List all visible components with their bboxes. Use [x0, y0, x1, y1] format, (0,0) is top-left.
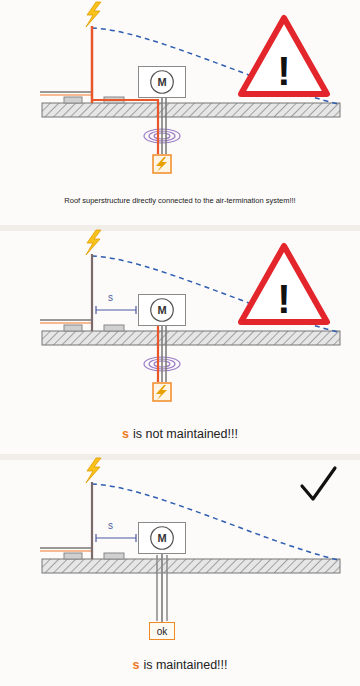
distance-symbol: s [132, 658, 139, 672]
separation-distance [96, 537, 136, 538]
triangle-outline [241, 246, 327, 322]
roof-panel [157, 326, 159, 382]
separation-distance [96, 309, 136, 310]
node-text: ! [277, 51, 290, 91]
roof-panel [156, 555, 158, 621]
panel-grounds [0, 0, 360, 225]
roof-panel [144, 98, 180, 173]
roof-panel [166, 555, 168, 621]
motor-circle [151, 299, 174, 322]
roof-superstructure: M [138, 66, 186, 98]
distance-label: s [108, 292, 113, 304]
status-box: ok [149, 622, 176, 640]
roof-panel [91, 482, 93, 559]
separation-distance [96, 306, 136, 314]
triangle-outline [241, 18, 327, 94]
roof-superstructure: M [138, 522, 186, 554]
roof-panel [40, 230, 340, 401]
caption-row: s is maintained!!! [0, 658, 360, 672]
separation-distance [135, 534, 136, 542]
node-text: ok [157, 626, 168, 637]
roof-panel [40, 230, 340, 345]
roof-panel [40, 2, 340, 173]
node-text: M [157, 76, 166, 88]
roof-panel [40, 458, 340, 621]
roof-panel [144, 326, 180, 401]
roof-panel [40, 2, 340, 117]
separation-distance [96, 534, 136, 542]
roof-panel [92, 100, 158, 154]
motor-circle [151, 527, 174, 550]
panel-grounds [0, 231, 360, 454]
roof-panel [40, 458, 340, 573]
down-conductor [161, 554, 163, 622]
warning-triangle: ! [237, 242, 331, 326]
separation-distance [95, 534, 96, 542]
separation-distance [135, 306, 136, 314]
caption: is not maintained!!! [133, 427, 238, 441]
separation-distance [95, 306, 96, 314]
caption: is maintained!!! [143, 658, 227, 672]
check-mark [302, 468, 335, 499]
warning-triangle: ! [237, 14, 331, 98]
caption: Roof superstructure directly connected t… [0, 197, 360, 206]
motor-circle [151, 71, 174, 94]
node-text: ! [277, 279, 290, 319]
roof-superstructure: M [138, 294, 186, 326]
distance-symbol: s [122, 427, 129, 441]
distance-label: s [108, 520, 113, 532]
caption-row: s is not maintained!!! [0, 427, 360, 441]
node-text: M [157, 304, 166, 316]
node-text: M [157, 532, 166, 544]
roof-panel [91, 26, 94, 103]
roof-panel [91, 254, 93, 331]
